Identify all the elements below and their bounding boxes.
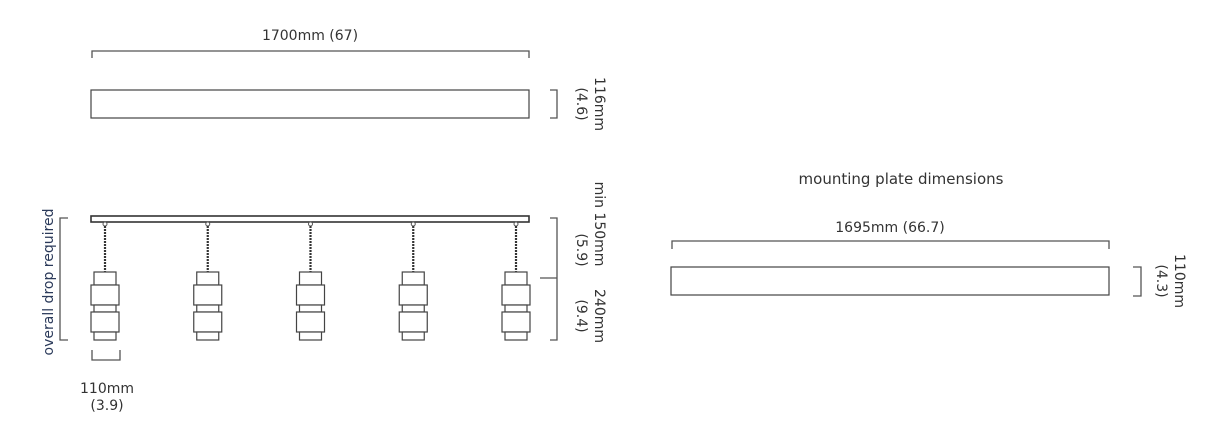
pendant-ring-narrow <box>504 304 528 313</box>
pendant <box>90 221 120 341</box>
pendant-ring-narrow <box>504 271 528 286</box>
pendant-ring-narrow <box>298 304 323 313</box>
pendant-ring-narrow <box>401 331 425 341</box>
plate-width-label: 1695mm (66.7) <box>835 220 944 236</box>
pendant-ring-wide <box>193 311 223 333</box>
plate-depth-mm: 110mm <box>1171 254 1187 308</box>
plate-depth-in: (4.3) <box>1153 264 1169 297</box>
mounting-plate-view: mounting plate dimensions 1695mm (66.7) … <box>670 170 1187 308</box>
front-view: overall drop required 110mm (3.9) min 15… <box>41 182 607 414</box>
pendant-ring-wide <box>295 284 326 306</box>
mounting-plate-outline <box>670 266 1110 296</box>
pendant-ring-narrow <box>298 331 323 341</box>
pendant-height-mm: 240mm <box>591 289 607 343</box>
pendant-width-mm: 110mm <box>80 381 134 397</box>
pendant-ring-wide <box>90 311 120 333</box>
pendant-ring-narrow <box>196 304 220 313</box>
pendant-ring-wide <box>90 284 120 306</box>
pendant-ring-narrow <box>196 271 220 286</box>
overall-drop-label: overall drop required <box>41 209 57 356</box>
top-depth-in: (4.6) <box>573 87 589 120</box>
pendant <box>501 221 531 341</box>
pendant-ring-wide <box>398 311 428 333</box>
overall-drop-bracket <box>59 217 68 341</box>
top-depth-bracket <box>550 89 558 119</box>
top-width-dimension-line <box>91 50 530 58</box>
pendant-ring-narrow <box>93 331 117 341</box>
top-width-label: 1700mm (67) <box>262 28 358 44</box>
pendant-width-bracket <box>91 350 121 361</box>
pendants <box>90 221 531 341</box>
pendant-ring-narrow <box>93 304 117 313</box>
drop-brackets <box>540 217 558 341</box>
top-depth-mm: 116mm <box>591 77 607 131</box>
pendant-width-in: (3.9) <box>90 398 123 414</box>
pendant-ring-narrow <box>93 271 117 286</box>
pendant-hook <box>205 221 211 227</box>
pendant <box>193 221 223 341</box>
pendant-hook <box>308 221 313 227</box>
pendant-ring-wide <box>398 284 428 306</box>
pendant-hook <box>102 221 108 227</box>
pendant-ring-narrow <box>504 331 528 341</box>
min-drop-in: (5.9) <box>573 233 589 266</box>
pendant-ring-narrow <box>196 331 220 341</box>
pendant-ring-narrow <box>401 271 425 286</box>
top-view: 1700mm (67) 116mm (4.6) <box>90 28 607 131</box>
canopy-bar <box>90 215 530 223</box>
pendant-hook <box>513 221 519 227</box>
min-drop-mm: min 150mm <box>591 182 607 267</box>
pendant <box>295 221 326 341</box>
mounting-plate-title: mounting plate dimensions <box>799 170 1004 188</box>
plate-width-dimension-line <box>671 240 1110 249</box>
pendant-ring-narrow <box>298 271 323 286</box>
pendant-ring-wide <box>193 284 223 306</box>
pendant-ring-wide <box>295 311 326 333</box>
pendant-ring-wide <box>501 284 531 306</box>
pendant <box>398 221 428 341</box>
pendant-height-in: (9.4) <box>573 299 589 332</box>
pendant-hook <box>410 221 416 227</box>
pendant-ring-narrow <box>401 304 425 313</box>
canopy-top-outline <box>90 89 530 119</box>
plate-depth-bracket <box>1133 266 1142 297</box>
pendant-ring-wide <box>501 311 531 333</box>
